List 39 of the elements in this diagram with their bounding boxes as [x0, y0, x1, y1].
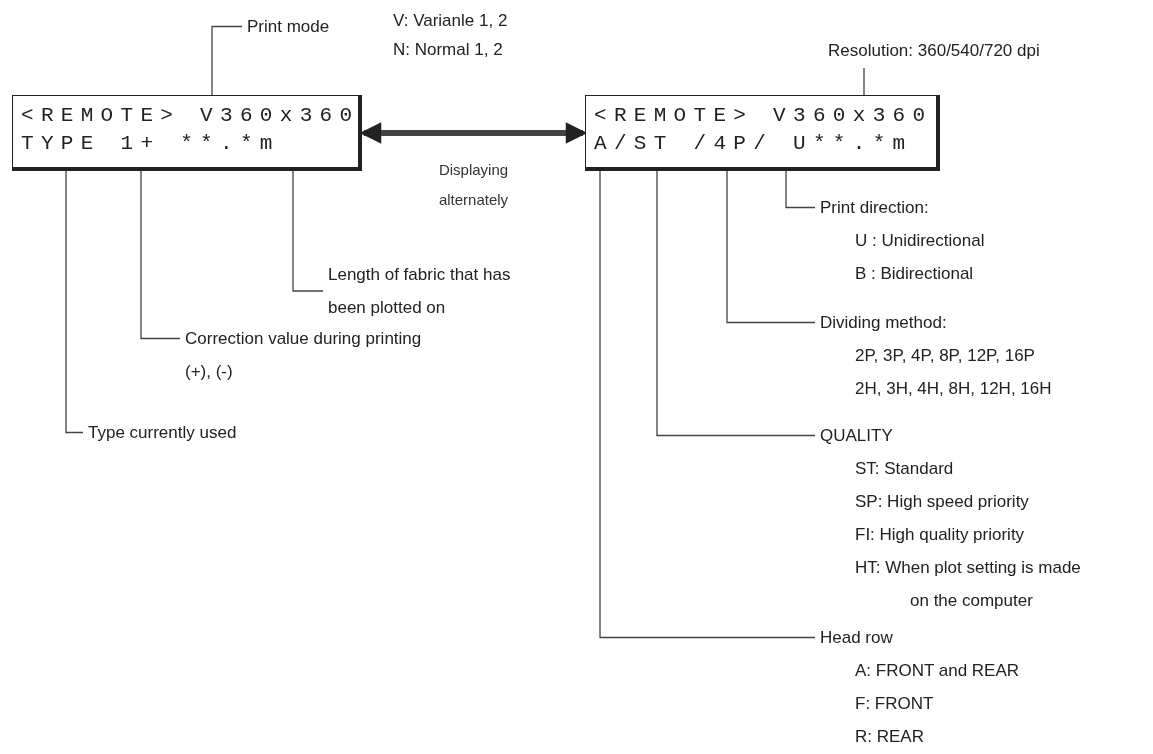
callout-text: Type currently used: [88, 422, 237, 444]
callout-text: Dividing method:: [820, 312, 948, 334]
option-text: U : Unidirectional: [854, 230, 985, 252]
option-text: HT: When plot setting is made on the computer: [854, 557, 1082, 612]
callout-text: Resolution: 360/540/720 dpi: [828, 40, 1040, 62]
callout-text: Length of fabric that has been plotted on: [328, 264, 512, 319]
leader-line: [292, 170, 324, 292]
lcd-display: [585, 95, 940, 171]
option-text: 2P, 3P, 4P, 8P, 12P, 16P: [854, 345, 1036, 367]
leader-line: [65, 170, 84, 434]
option-text: F: FRONT: [854, 693, 935, 715]
callout-text: Head row: [820, 627, 894, 649]
leader-line: [211, 25, 243, 96]
callout-text: Correction value during printing: [185, 328, 422, 350]
note-text: N: Normal 1, 2: [393, 39, 504, 61]
option-text: 2H, 3H, 4H, 8H, 12H, 16H: [854, 378, 1052, 400]
leader-line: [140, 170, 181, 340]
display-text: TYPE 1+ **.*m: [21, 131, 281, 157]
callout-text: QUALITY: [820, 425, 894, 447]
leader-line: [863, 67, 865, 96]
leader-line: [785, 170, 816, 209]
option-text: ST: Standard: [854, 458, 955, 480]
display-text: A/ST /4P/ U**.*m: [594, 131, 914, 157]
note-text: V: Varianle 1, 2: [393, 10, 508, 32]
option-text: B : Bidirectional: [854, 263, 975, 285]
callout-text: Print direction:: [820, 197, 930, 219]
lcd-display: [12, 95, 362, 171]
display-text: <REMOTE> V360x360: [21, 103, 358, 129]
display-text: <REMOTE> V360x360: [594, 103, 934, 129]
option-text: FI: High quality priority: [854, 524, 1026, 546]
callout-text: Print mode: [247, 16, 330, 38]
leader-line: [726, 170, 816, 324]
double-arrow: [359, 122, 588, 144]
option-text: (+), (-): [185, 361, 234, 383]
leader-line: [656, 170, 816, 437]
option-text: SP: High speed priority: [854, 491, 1030, 513]
option-text: A: FRONT and REAR: [854, 660, 1020, 682]
leader-line: [599, 170, 816, 639]
option-text: R: REAR: [854, 726, 925, 748]
